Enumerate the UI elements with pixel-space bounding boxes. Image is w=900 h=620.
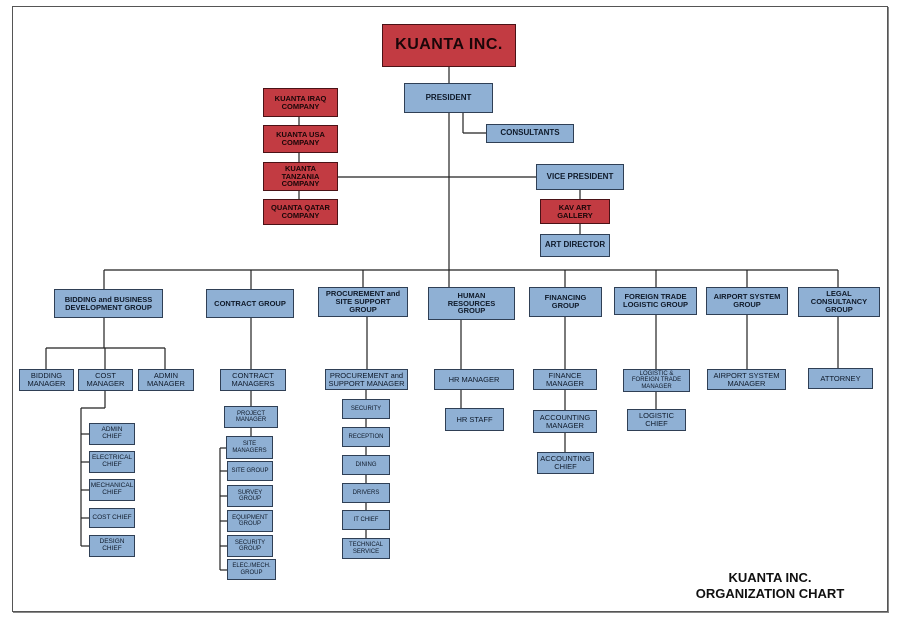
kuanta-iraq-company-box: KUANTA IRAQ COMPANY xyxy=(263,88,338,117)
contract-group-box: CONTRACT GROUP xyxy=(206,289,294,318)
electrical-chief-box: ELECTRICAL CHIEF xyxy=(89,451,135,473)
procurement-support-manager-box: PROCUREMENT and SUPPORT MANAGER xyxy=(325,369,408,390)
caption-title: ORGANIZATION CHART xyxy=(695,586,845,602)
site-group-box: SITE GROUP xyxy=(227,461,273,481)
procurement-site-support-group-box: PROCUREMENT and SITE SUPPORT GROUP xyxy=(318,287,408,317)
drivers-box: DRIVERS xyxy=(342,483,390,503)
bidding-business-development-group-box: BIDDING and BUSINESS DEVELOPMENT GROUP xyxy=(54,289,163,318)
admin-manager-box: ADMIN MANAGER xyxy=(138,369,194,391)
survey-group-box: SURVEY GROUP xyxy=(227,485,273,507)
president-box: PRESIDENT xyxy=(404,83,493,113)
consultants-box: CONSULTANTS xyxy=(486,124,574,143)
kuanta-usa-company-box: KUANTA USA COMPANY xyxy=(263,125,338,153)
site-managers-box: SITE MANAGERS xyxy=(226,436,273,459)
cost-manager-box: COST MANAGER xyxy=(78,369,133,391)
security-box: SECURITY xyxy=(342,399,390,419)
project-manager-box: PROJECT MANAGER xyxy=(224,406,278,428)
caption-company: KUANTA INC. xyxy=(728,570,812,585)
logistic-chief-box: LOGISTIC CHIEF xyxy=(627,409,686,431)
quanta-qatar-company-box: QUANTA QATAR COMPANY xyxy=(263,199,338,225)
foreign-trade-logistic-group-box: FOREIGN TRADE LOGISTIC GROUP xyxy=(614,287,697,315)
human-resources-group-box: HUMAN RESOURCES GROUP xyxy=(428,287,515,320)
cost-chief-box: COST CHIEF xyxy=(89,508,135,528)
art-director-box: ART DIRECTOR xyxy=(540,234,610,257)
contract-managers-box: CONTRACT MANAGERS xyxy=(220,369,286,391)
design-chief-box: DESIGN CHIEF xyxy=(89,535,135,557)
legal-consultancy-group-box: LEGAL CONSULTANCY GROUP xyxy=(798,287,880,317)
elec-mech-group-box: ELEC./MECH. GROUP xyxy=(227,559,276,580)
accounting-manager-box: ACCOUNTING MANAGER xyxy=(533,410,597,433)
kuanta-inc-root-box: KUANTA INC. xyxy=(382,24,516,67)
vice-president-box: VICE PRESIDENT xyxy=(536,164,624,190)
mechanical-chief-box: MECHANICAL CHIEF xyxy=(89,479,135,501)
hr-staff-box: HR STAFF xyxy=(445,408,504,431)
bidding-manager-box: BIDDING MANAGER xyxy=(19,369,74,391)
logistic-foreign-trade-manager-box: LOGISTIC & FOREIGN TRADE MANAGER xyxy=(623,369,690,392)
kav-art-gallery-box: KAV ART GALLERY xyxy=(540,199,610,224)
equipment-group-box: EQUIPMENT GROUP xyxy=(227,510,273,532)
admin-chief-box: ADMIN CHIEF xyxy=(89,423,135,445)
hr-manager-box: HR MANAGER xyxy=(434,369,514,390)
finance-manager-box: FINANCE MANAGER xyxy=(533,369,597,390)
financing-group-box: FINANCING GROUP xyxy=(529,287,602,317)
kuanta-tanzania-company-box: KUANTA TANZANIA COMPANY xyxy=(263,162,338,191)
attorney-box: ATTORNEY xyxy=(808,368,873,389)
it-chief-box: IT CHIEF xyxy=(342,510,390,530)
security-group-box: SECURITY GROUP xyxy=(227,535,273,557)
accounting-chief-box: ACCOUNTING CHIEF xyxy=(537,452,594,474)
airport-system-group-box: AIRPORT SYSTEM GROUP xyxy=(706,287,788,315)
reception-box: RECEPTION xyxy=(342,427,390,447)
airport-system-manager-box: AIRPORT SYSTEM MANAGER xyxy=(707,369,786,390)
chart-caption: KUANTA INC. ORGANIZATION CHART xyxy=(670,570,870,603)
dining-box: DINING xyxy=(342,455,390,475)
technical-service-box: TECHNICAL SERVICE xyxy=(342,538,390,559)
